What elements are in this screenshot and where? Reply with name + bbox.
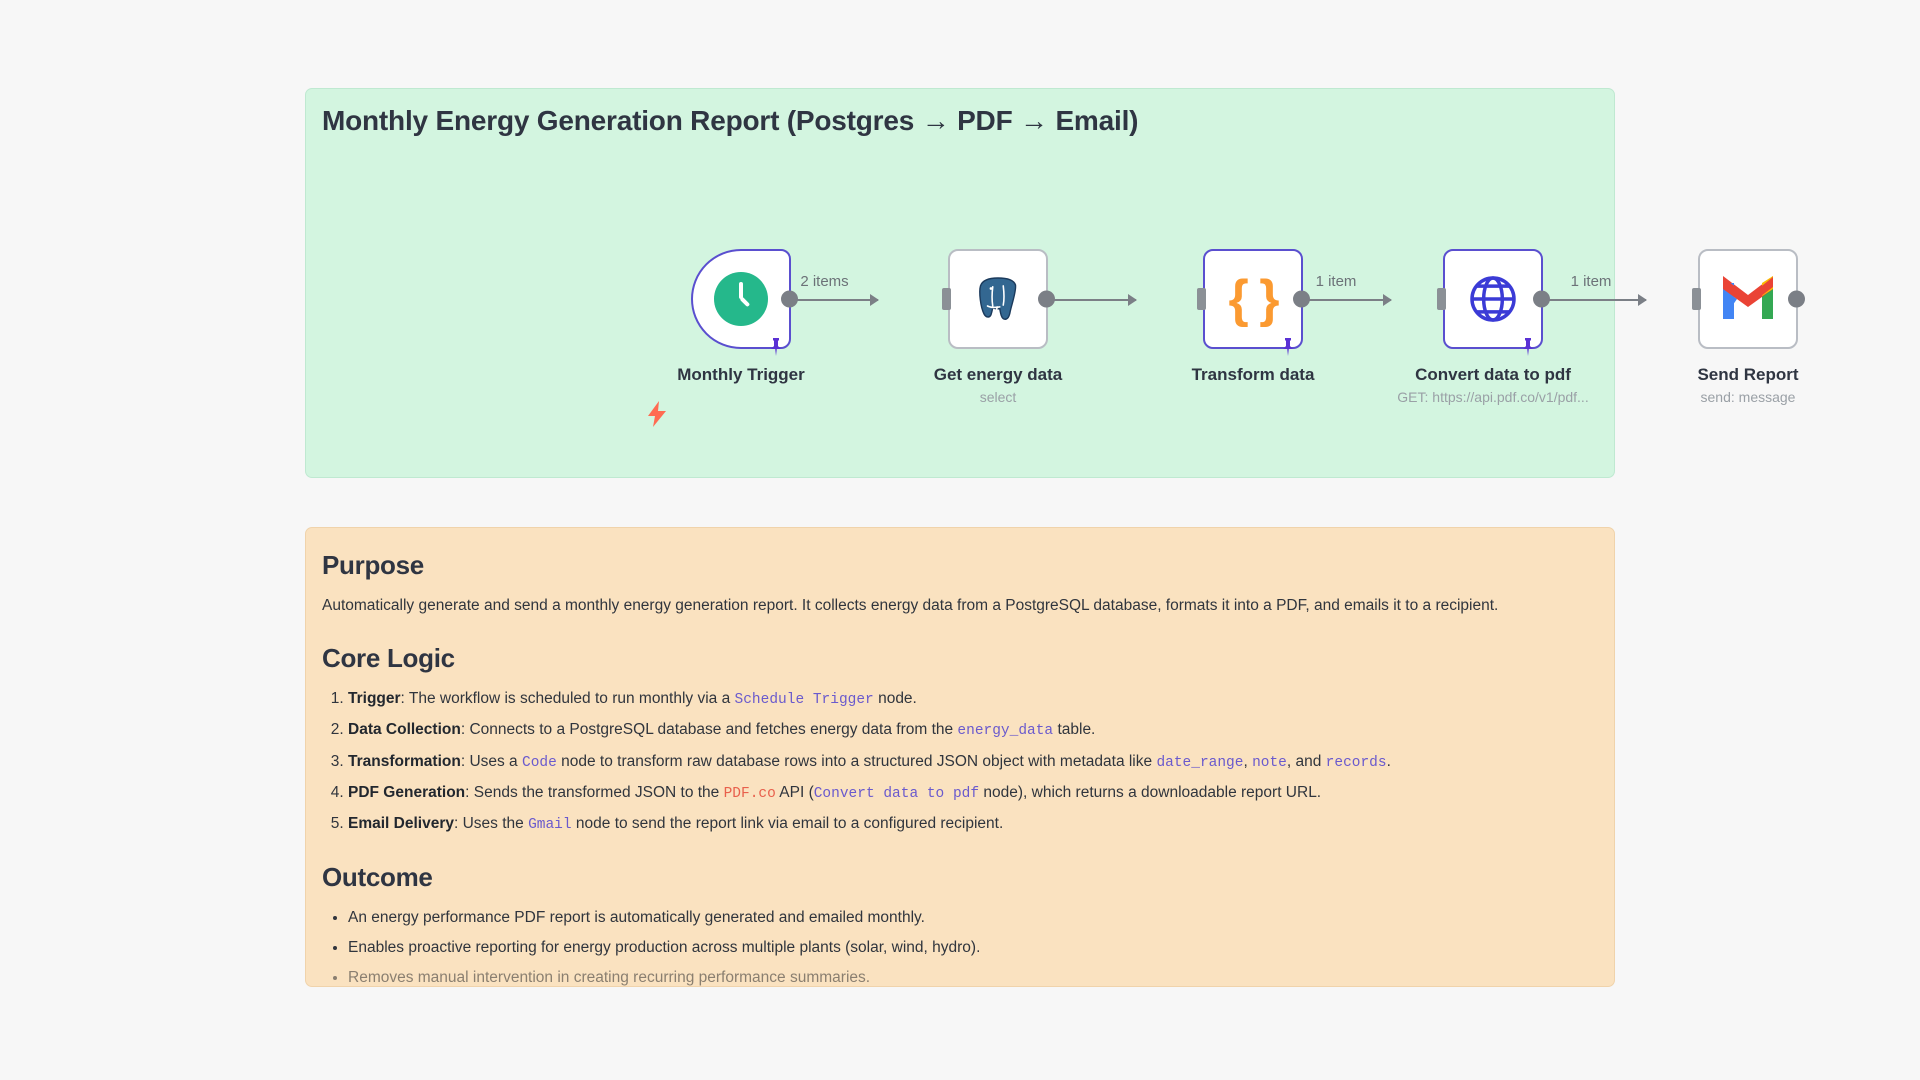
list-item: Transformation: Uses a Code node to tran… [348,751,1598,774]
node-body[interactable] [1692,249,1805,349]
workflow-node-transform-data[interactable]: { } Transform data [1153,249,1353,389]
node-subtitle: GET: https://api.pdf.co/v1/pdf... [1397,389,1589,405]
input-port[interactable] [1197,288,1206,310]
edge-3: 1 item [1281,273,1392,306]
pin-icon [1281,338,1295,356]
item-text: API ( [775,783,814,801]
item-text: : Sends the transformed JSON to the [465,783,724,801]
input-port[interactable] [1692,288,1701,310]
purpose-heading: Purpose [322,550,424,580]
item-text: . [1386,752,1391,770]
node-body[interactable]: { } [1197,249,1310,356]
arrow-icon [1638,294,1647,306]
core-logic-heading: Core Logic [322,643,455,674]
list-item: Trigger: The workflow is scheduled to ru… [348,688,1598,711]
gmail-icon [1719,275,1777,324]
list-item: Data Collection: Connects to a PostgreSQ… [348,719,1598,742]
workflow-node-monthly-trigger[interactable]: Monthly Trigger [641,249,841,389]
brand-link[interactable]: PDF.co [723,785,776,802]
edge-2 [1026,294,1137,306]
edge-3-label: 1 item [1315,273,1357,290]
item-text: node), which returns a downloadable repo… [979,783,1322,801]
edge-1: 2 items [771,273,879,306]
node-body[interactable] [942,249,1055,349]
output-port[interactable] [1533,290,1550,308]
list-item: Removes manual intervention in creating … [348,967,1598,989]
node-title: Transform data [1191,365,1315,384]
outcome-list: An energy performance PDF report is auto… [322,907,1598,990]
code-braces-icon: { } [1228,270,1280,328]
item-text: node. [873,690,917,708]
inline-code: Gmail [528,816,572,833]
list-item: PDF Generation: Sends the transformed JS… [348,782,1598,805]
pin-icon [1521,338,1535,356]
inline-code: date_range [1156,754,1244,771]
item-text: : Uses the [453,814,529,832]
edge-4-label: 1 item [1570,273,1612,290]
workflow-node-get-energy-data[interactable]: Get energy data select [898,249,1098,405]
inline-code: note [1252,754,1287,771]
outcome-heading: Outcome [322,861,433,892]
inline-code: Schedule Trigger [734,692,874,709]
item-label: PDF Generation [348,783,466,801]
item-label: Email Delivery [348,814,454,832]
purpose-text: Automatically generate and send a monthl… [322,597,1499,614]
node-body[interactable] [691,249,798,356]
workflow-flow: 2 items 1 item 1 item [306,249,1805,449]
workflow-node-convert-data-to-pdf[interactable]: Convert data to pdf GET: https://api.pdf… [1393,249,1593,405]
item-text: node to transform raw database rows into… [556,752,1157,770]
inline-code: records [1325,754,1387,771]
edge-1-label: 2 items [800,273,849,290]
globe-icon [1465,271,1521,327]
list-item: An energy performance PDF report is auto… [348,907,1598,929]
inline-code: Code [522,754,557,771]
item-text: : Uses a [460,752,522,770]
pin-icon [769,338,783,356]
list-item: Email Delivery: Uses the Gmail node to s… [348,813,1598,836]
item-text: table. [1053,721,1096,739]
output-port[interactable] [1788,290,1805,308]
node-title: Convert data to pdf [1415,365,1571,384]
item-text: node to send the report link via email t… [571,814,1004,832]
item-text: , and [1286,752,1326,770]
output-port[interactable] [1038,290,1055,308]
item-label: Trigger [348,690,401,708]
node-subtitle: select [979,389,1017,405]
item-label: Data Collection [348,721,461,739]
workflow-title: Monthly Energy Generation Report (Postgr… [322,105,1139,136]
output-port[interactable] [781,290,798,308]
node-body[interactable] [1437,249,1550,356]
node-title: Monthly Trigger [677,365,805,384]
arrow-icon [1128,294,1137,306]
item-text: : Connects to a PostgreSQL database and … [460,721,958,739]
node-title: Get energy data [933,365,1063,384]
inline-code: Convert data to pdf [813,785,980,802]
node-subtitle: send: message [1700,389,1796,405]
node-title: Send Report [1697,365,1799,384]
input-port[interactable] [1437,288,1446,310]
list-item: Enables proactive reporting for energy p… [348,937,1598,959]
postgres-icon [970,271,1026,327]
edge-4: 1 item [1536,273,1647,306]
clock-icon [714,272,768,326]
item-text: : The workflow is scheduled to run month… [400,690,735,708]
input-port[interactable] [942,288,951,310]
workflow-node-send-report[interactable]: Send Report send: message [1648,249,1848,405]
item-label: Transformation [348,752,461,770]
arrow-icon [870,294,879,306]
inline-code: energy_data [957,723,1054,740]
output-port[interactable] [1293,290,1310,308]
documentation-panel: Purpose Automatically generate and send … [305,527,1615,987]
item-text: , [1243,752,1253,770]
lightning-bolt-icon [646,401,668,432]
core-logic-list: Trigger: The workflow is scheduled to ru… [322,688,1598,835]
arrow-icon [1383,294,1392,306]
workflow-canvas-panel: Monthly Energy Generation Report (Postgr… [305,88,1805,478]
